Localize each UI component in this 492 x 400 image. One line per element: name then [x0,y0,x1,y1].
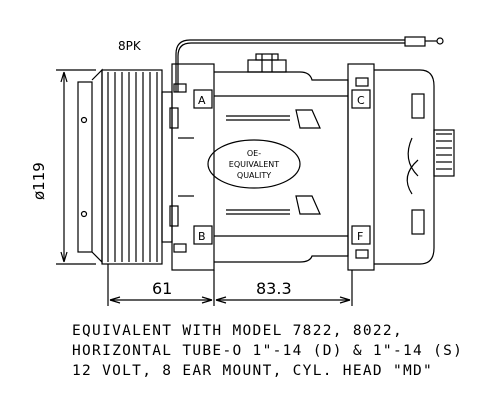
cylinder-head [374,69,455,265]
dimension-61: 61 [152,279,172,298]
spec-line-2: HORIZONTAL TUBE-O 1"-14 (D) & 1"-14 (S) [72,343,464,359]
port-f-label: F [357,230,363,243]
wire-lead [175,36,444,92]
length-dimensions [107,264,353,306]
spec-line-3: 12 VOLT, 8 EAR MOUNT, CYL. HEAD "MD" [72,363,434,379]
pulley [77,68,173,265]
stamp-line-3: QUALITY [237,171,271,180]
compressor-body [214,53,349,263]
rear-flange [347,63,375,271]
port-a-label: A [198,94,206,107]
diameter-label: ø119 [30,162,48,200]
diameter-dimension [56,69,96,265]
port-b-label: B [198,230,206,243]
port-c-label: C [357,94,365,107]
body-bolts [173,77,369,259]
front-flange [169,63,215,271]
spec-line-1: EQUIVALENT WITH MODEL 7822, 8022, [72,323,403,339]
stamp-line-2: EQUIVALENT [229,160,279,169]
dimension-83-3: 83.3 [256,279,292,298]
pulley-label: 8PK [118,39,142,53]
stamp-line-1: OE- [247,149,261,158]
oe-stamp-border [207,139,301,189]
